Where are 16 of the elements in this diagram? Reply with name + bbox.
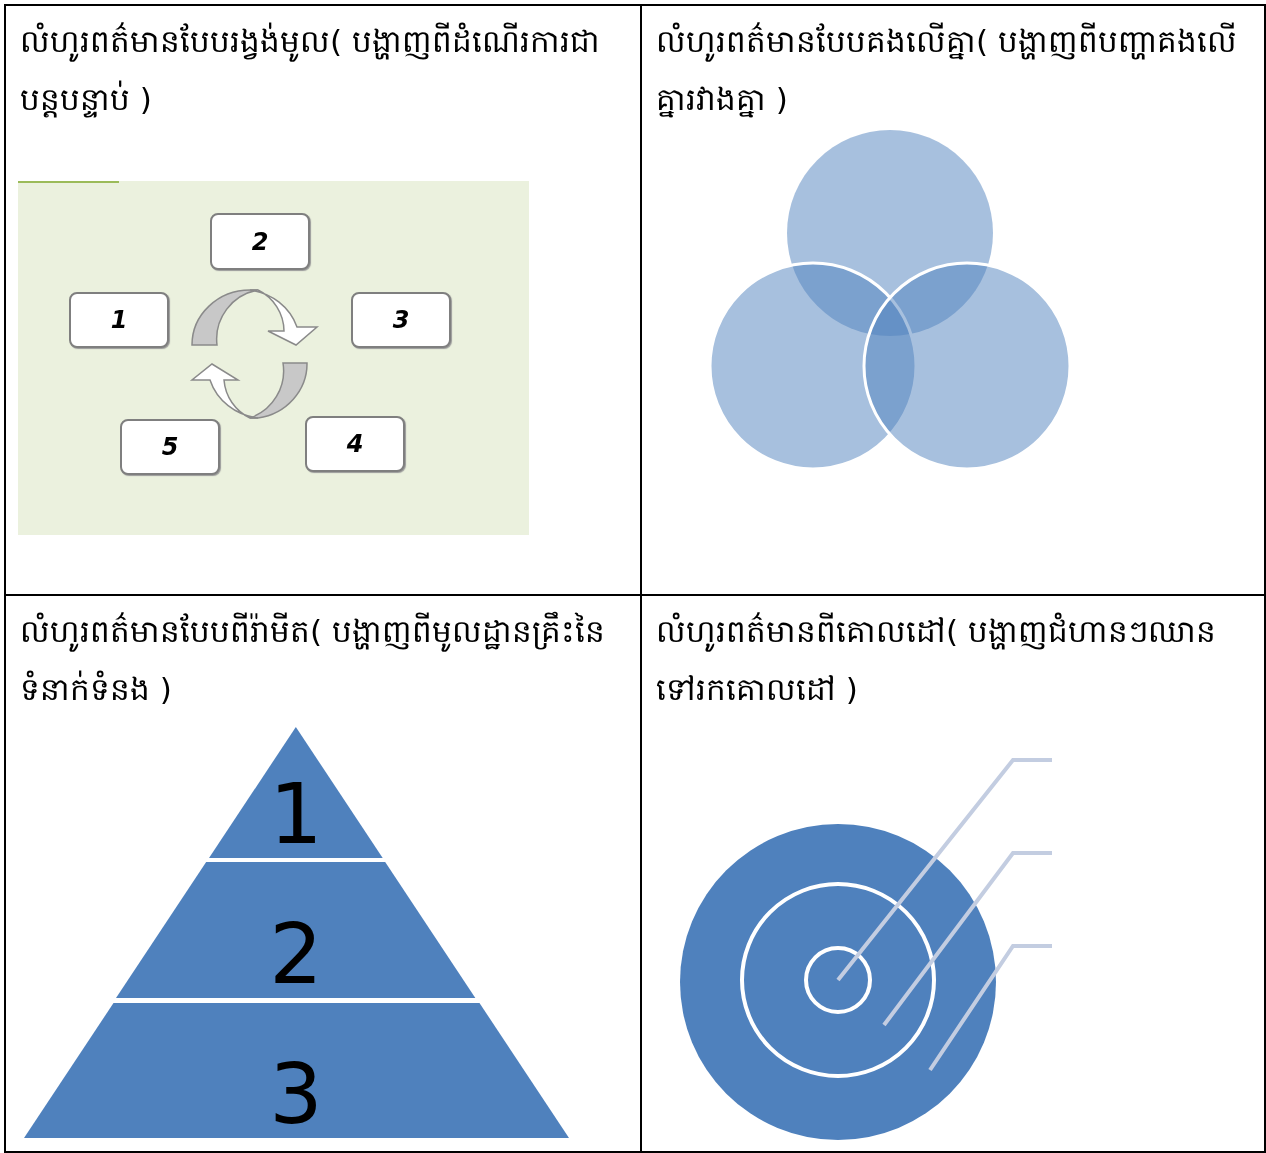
- cell-heading: លំហូរពត៌មានបែបរង្វង់មូល( បង្ហាញពីដំណើរការជាបន្តបន្ទាប់ ): [20, 21, 601, 120]
- table-cell: [640, 4, 1266, 596]
- pyramid-level: 2: [116, 862, 476, 998]
- table-cell: [640, 594, 1266, 1153]
- cell-heading: លំហូរពត៌មានបែបពីរ៉ាមីត( បង្ហាញពីមូលដ្ឋានគ្រឹះនៃទំនាក់ទំនង ): [20, 610, 606, 709]
- table-cell: [4, 4, 642, 596]
- step-box: 4: [305, 416, 405, 472]
- cell-heading: លំហូរពត៌មានពីគោលដៅ( បង្ហាញជំហានៗឈានទៅរកគោលដៅ ): [656, 611, 1217, 709]
- step-box: 1: [69, 292, 169, 348]
- pyramid-level: 3: [23, 1003, 569, 1138]
- pyramid-level: 1: [209, 727, 383, 858]
- table-cell: [4, 594, 642, 1153]
- step-box: 2: [210, 213, 310, 270]
- step-box: 5: [120, 419, 220, 475]
- step-box: 3: [351, 292, 451, 348]
- cell-heading: លំហូរពត៌មានបែបគងលើគ្នា( បង្ហាញពីបញ្ហាគងលើគ្នារវាងគ្នា ): [656, 21, 1238, 120]
